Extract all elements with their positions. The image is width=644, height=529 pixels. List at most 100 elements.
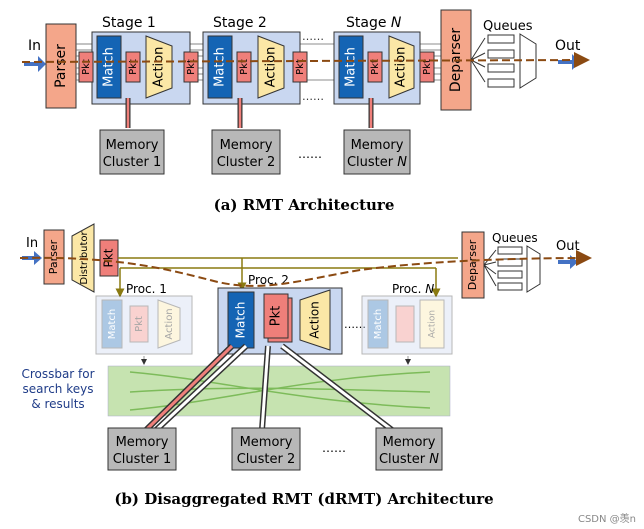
drmt-parser-box bbox=[43, 229, 65, 285]
rmt-out-arrow bbox=[558, 54, 580, 70]
rmt-stage-2-pkt-out bbox=[292, 51, 308, 83]
rmt-stage-1-match bbox=[96, 35, 122, 99]
rmt-stage-2-match-label: Match bbox=[213, 47, 228, 87]
drmt-queues-label: Queues bbox=[492, 231, 538, 245]
drmt-distributor-label: Distributor bbox=[79, 230, 90, 284]
rmt-parser-box bbox=[45, 23, 77, 109]
rmt-flow-arrow bbox=[21, 52, 590, 69]
rmt-queue-fanout bbox=[470, 37, 486, 83]
drmt-memory-dots: …… bbox=[322, 441, 346, 455]
drmt-proc-1-action-label: Action bbox=[164, 308, 175, 339]
rmt-stage-1-pkt-mid bbox=[125, 51, 141, 83]
drmt-proc-2-pkt bbox=[263, 293, 289, 339]
rmt-stage-n-action bbox=[388, 35, 415, 99]
drmt-crossbar-label-3: & results bbox=[31, 397, 84, 411]
rmt-parser-label: Parser bbox=[53, 44, 69, 88]
rmt-stage-1-pkt-mid-label: Pkt bbox=[128, 59, 139, 75]
rmt-memory-n-line2: Cluster N bbox=[347, 155, 407, 170]
rmt-stage-n-pkt-mid-label: Pkt bbox=[370, 59, 381, 75]
drmt-memory-links bbox=[143, 343, 394, 435]
drmt-memory-2-line2: Cluster 2 bbox=[237, 452, 296, 467]
rmt-memory-1: Memory Cluster 1 bbox=[99, 129, 165, 175]
drmt-memory-2: Memory Cluster 2 bbox=[231, 427, 301, 471]
drmt-memory-1-line2: Cluster 1 bbox=[113, 452, 172, 467]
rmt-memory-2-line2: Cluster 2 bbox=[217, 155, 276, 170]
rmt-stage-2-pkt-out-label: Pkt bbox=[295, 59, 306, 75]
drmt-proc-2-action bbox=[299, 289, 331, 351]
drmt-proc-n-action-label: Action bbox=[428, 310, 438, 338]
rmt-queue-buffers bbox=[487, 34, 515, 88]
drmt-crossbar-label-2: search keys bbox=[23, 382, 94, 396]
drmt-proc-1-pkt-label: Pkt bbox=[134, 316, 145, 332]
rmt-memory-2: Memory Cluster 2 bbox=[211, 129, 281, 175]
rmt-stage-2-action-label: Action bbox=[264, 47, 279, 88]
drmt-deparser-label: Deparser bbox=[466, 239, 479, 290]
rmt-stage-1-pkt-in bbox=[78, 51, 94, 83]
drmt-queue-mux bbox=[526, 245, 541, 293]
drmt-in-arrow bbox=[22, 251, 42, 265]
drmt-memory-1: Memory Cluster 1 bbox=[107, 427, 177, 471]
drmt-crossbar-label-1: Crossbar for bbox=[21, 367, 94, 381]
drmt-section: In Parser Distributor Pkt Match Pkt Acti… bbox=[19, 223, 592, 508]
drmt-memory-n-line1: Memory bbox=[383, 435, 436, 450]
rmt-stage-1-action-label: Action bbox=[152, 47, 167, 88]
drmt-queue-fanout bbox=[483, 249, 497, 287]
drmt-queue-buffers bbox=[497, 246, 523, 291]
rmt-stage-1-pkt-out bbox=[183, 51, 199, 83]
rmt-stage-1-action bbox=[145, 35, 173, 99]
rmt-memory-n-line1: Memory bbox=[351, 138, 404, 153]
rmt-caption: (a) RMT Architecture bbox=[214, 196, 395, 214]
rmt-out-label: Out bbox=[555, 38, 581, 54]
drmt-proc-1-match-label: Match bbox=[107, 309, 118, 340]
rmt-in-arrow bbox=[24, 56, 46, 72]
drmt-proc-n-match-label: Match bbox=[373, 309, 384, 340]
rmt-queues-label: Queues bbox=[483, 19, 533, 34]
drmt-memory-n: Memory Cluster N bbox=[375, 427, 443, 471]
rmt-stage-dots-bottom: …… bbox=[302, 90, 324, 103]
drmt-proc-dots: …… bbox=[344, 318, 366, 331]
rmt-stage-n-pkt-mid bbox=[367, 51, 383, 83]
rmt-memory-1-line1: Memory bbox=[106, 138, 159, 153]
rmt-memory-1-line2: Cluster 1 bbox=[103, 155, 162, 170]
rmt-stage-n-pkt-out-label: Pkt bbox=[422, 59, 433, 75]
drmt-caption: (b) Disaggregated RMT (dRMT) Architectur… bbox=[114, 490, 493, 508]
rmt-memory-2-line1: Memory bbox=[220, 138, 273, 153]
drmt-distributor bbox=[71, 223, 95, 293]
drmt-out-label: Out bbox=[556, 239, 580, 254]
rmt-stage-n-action-label: Action bbox=[394, 47, 409, 88]
rmt-stage-2-match bbox=[207, 35, 233, 99]
drmt-memory-1-line1: Memory bbox=[116, 435, 169, 450]
rmt-stage-2-title: Stage 2 bbox=[213, 15, 267, 31]
rmt-stage-1-pkt-in-label: Pkt bbox=[81, 59, 92, 75]
drmt-proc-2-pkt-label: Pkt bbox=[269, 306, 284, 326]
drmt-pkt-label: Pkt bbox=[102, 248, 116, 267]
rmt-stage-n-pkt-out bbox=[419, 51, 435, 83]
rmt-stage-1-pkt-out-label: Pkt bbox=[186, 59, 197, 75]
rmt-stage-dots-top: …… bbox=[302, 30, 324, 43]
drmt-flow-arrow bbox=[19, 250, 592, 287]
drmt-proc-n: Match Action bbox=[361, 295, 453, 355]
rmt-memory-n: Memory Cluster N bbox=[343, 129, 411, 175]
drmt-memory-2-line1: Memory bbox=[240, 435, 293, 450]
drmt-proc-1-title: Proc. 1 bbox=[126, 282, 167, 296]
rmt-in-label: In bbox=[28, 38, 41, 54]
watermark: CSDN @羡n bbox=[578, 512, 636, 525]
rmt-stage-1-match-label: Match bbox=[102, 47, 117, 87]
drmt-proc-2-title: Proc. 2 bbox=[248, 273, 289, 287]
drmt-proc-2-match bbox=[227, 291, 255, 349]
rmt-stage-n-title: Stage N bbox=[346, 15, 402, 31]
drmt-proc-2-match-label: Match bbox=[234, 302, 248, 339]
rmt-stage-n-match-label: Match bbox=[344, 47, 359, 87]
drmt-parser-label: Parser bbox=[47, 239, 60, 274]
drmt-in-label: In bbox=[26, 236, 38, 251]
drmt-proc-2: Proc. 2 Match Pkt Action bbox=[217, 273, 343, 355]
rmt-stage-n-match bbox=[338, 35, 364, 99]
drmt-proc-2-action-label: Action bbox=[308, 301, 322, 339]
rmt-stage-n: Stage N Match Pkt Action Pkt bbox=[333, 15, 435, 128]
drmt-proc-n-title: Proc. N bbox=[392, 282, 434, 296]
rmt-stage-2-pkt-mid-label: Pkt bbox=[239, 59, 250, 75]
rmt-stage-2: Stage 2 Match Pkt Action Pkt bbox=[202, 15, 308, 128]
rmt-stage-2-action bbox=[257, 35, 285, 99]
rmt-stage-2-pkt-mid bbox=[236, 51, 252, 83]
